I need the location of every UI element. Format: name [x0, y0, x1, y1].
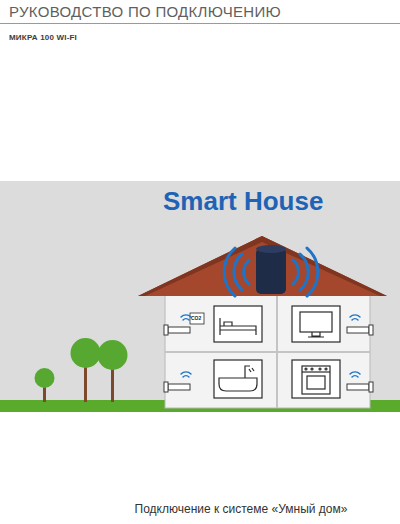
wall-divider — [276, 293, 278, 408]
house-wall — [165, 293, 370, 408]
header-rule — [0, 23, 400, 24]
illustration-heading: Smart House — [163, 187, 323, 217]
room-icons — [214, 306, 340, 398]
roof — [138, 236, 387, 296]
wall-sensors — [164, 315, 373, 392]
sensor-label: CO2 — [191, 316, 201, 322]
product-name: МИКРА 100 WI-FI — [9, 33, 77, 42]
page-header: РУКОВОДСТВО ПО ПОДКЛЮЧЕНИЮ — [9, 3, 281, 20]
co2-sensor — [190, 313, 204, 324]
caption: Подключение к системе «Умный дом» — [86, 503, 396, 517]
roof-edge — [138, 236, 387, 296]
trees — [35, 338, 128, 402]
background-band — [0, 181, 400, 412]
router — [224, 245, 318, 296]
floor-divider — [165, 351, 370, 353]
